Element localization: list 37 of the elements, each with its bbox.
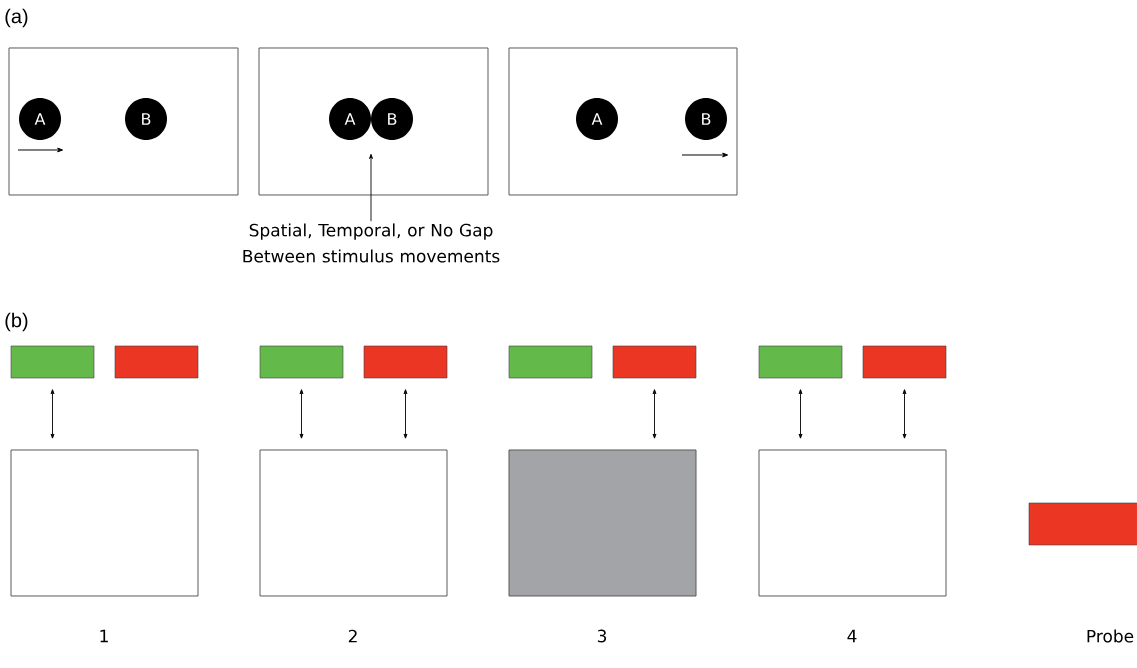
- rectangle-bar: [612, 345, 697, 379]
- panel-label: (a): [5, 8, 28, 28]
- display-square: [10, 449, 199, 597]
- rectangle-bar: [114, 345, 199, 379]
- caption-text: Spatial, Temporal, or No Gap Between stimulus movements: [243, 223, 500, 263]
- arrow: [902, 389, 907, 439]
- rectangle-bar: [10, 345, 95, 379]
- display-square: [758, 449, 947, 597]
- panel-label: (b): [5, 312, 28, 332]
- stimulus-frame: [258, 47, 489, 196]
- display-square: [259, 449, 448, 597]
- display-square: [508, 449, 697, 597]
- number-label: 3: [597, 629, 607, 643]
- number-label: 1: [100, 629, 108, 643]
- stimulus-disc: A: [19, 98, 61, 140]
- probe-label: Probe: [1087, 629, 1134, 643]
- arrow: [299, 389, 304, 439]
- arrow: [652, 389, 657, 439]
- rectangle-bar: [758, 345, 843, 379]
- arrow: [50, 389, 55, 439]
- stimulus-disc: A: [329, 98, 371, 140]
- number-label: 4: [847, 629, 857, 643]
- stimulus-disc: B: [125, 98, 167, 140]
- stimulus-frame: [508, 47, 738, 196]
- stimulus-frame: [8, 47, 239, 196]
- arrow: [403, 389, 408, 439]
- rectangle-bar: [363, 345, 448, 379]
- rectangle-bar: [1028, 502, 1137, 546]
- arrow: [798, 389, 803, 439]
- arrow: [369, 153, 373, 222]
- stimulus-disc: A: [576, 98, 618, 140]
- rectangle-bar: [862, 345, 947, 379]
- number-label: 2: [348, 629, 357, 643]
- rectangle-bar: [508, 345, 593, 379]
- stimulus-disc: B: [685, 98, 727, 140]
- rectangle-bar: [259, 345, 344, 379]
- stimulus-disc: B: [371, 98, 413, 140]
